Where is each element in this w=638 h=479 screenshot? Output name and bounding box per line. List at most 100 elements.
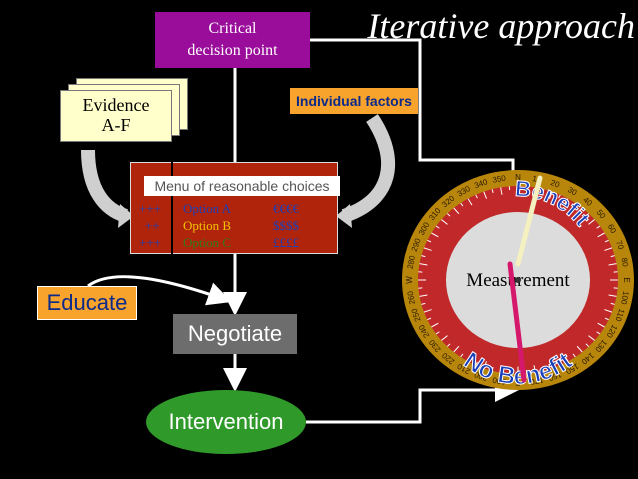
dial-tick <box>467 198 473 206</box>
dial-tick <box>419 263 428 266</box>
dial-tick <box>446 213 451 217</box>
menu-caption: Menu of reasonable choices <box>144 176 340 196</box>
dial-tick <box>548 191 553 199</box>
dial-tick <box>441 219 448 225</box>
dial-tick <box>563 354 569 362</box>
option-b-cost: $$$$ <box>273 218 299 233</box>
option-row-b: ++ Option B $$$$ <box>133 218 337 234</box>
needle-no-benefit <box>507 261 527 383</box>
dial-tick <box>423 309 432 313</box>
dial-tick <box>453 345 460 353</box>
option-c-cost: ££££ <box>273 235 299 250</box>
dial-tick <box>475 361 478 366</box>
individual-factors-box: Individual factors <box>290 88 418 114</box>
option-a-rating: +++ <box>139 201 161 216</box>
dial-tick <box>610 255 615 258</box>
dial-tick <box>475 194 478 199</box>
dial-ring-label: S <box>515 378 520 387</box>
dial-ring-label: 20 <box>549 178 561 190</box>
option-c-name: Option C <box>183 235 232 250</box>
arrow-critical-to-measurement <box>310 38 515 178</box>
dial-ring-label: E <box>622 277 631 282</box>
dial-tick <box>604 239 609 243</box>
option-row-c: +++ Option C ££££ <box>133 235 337 251</box>
dial-tick <box>585 343 590 347</box>
dial-tick <box>588 335 595 341</box>
dial-ticks <box>418 186 618 374</box>
dial-tick <box>610 302 615 305</box>
dial-tick <box>548 361 553 369</box>
dial-tick <box>500 365 503 373</box>
evidence-box: Evidence A-F <box>60 90 172 142</box>
dial-tick <box>446 343 451 347</box>
dial-tick <box>576 207 583 215</box>
dial-tick <box>563 198 569 206</box>
dial-tick <box>604 309 613 313</box>
dial-tick <box>596 225 601 229</box>
dial-ring-label: 80 <box>620 257 631 268</box>
dial-tick <box>491 189 494 193</box>
dial-ring-label: 280 <box>406 254 417 269</box>
dial-tick <box>427 239 432 243</box>
dial-tick <box>421 302 426 305</box>
dial-tick <box>596 331 601 335</box>
evidence-stack: Evidence A-F <box>60 78 195 148</box>
option-b-name: Option B <box>183 218 232 233</box>
dial-tick <box>500 187 503 195</box>
page-title: Iterative approach <box>367 6 635 46</box>
dial-tick <box>542 189 545 193</box>
dial-tick <box>483 191 488 199</box>
dial-tick <box>608 294 617 297</box>
dial-ring-label: 260 <box>406 290 417 305</box>
menu-divider <box>171 162 173 254</box>
dial-ring-label: 170 <box>529 375 544 386</box>
critical-decision-point-box: Critical decision point <box>155 12 310 68</box>
dial-tick <box>419 294 428 297</box>
dial-tick <box>427 317 432 321</box>
dial-tick <box>604 317 609 321</box>
negotiate-box: Negotiate <box>173 314 297 354</box>
intervention-ellipse: Intervention <box>146 390 306 454</box>
dial-ring-label: 70 <box>614 239 626 251</box>
needle-benefit <box>515 175 543 267</box>
dial-tick <box>572 202 576 207</box>
arrow-intervention-to-measurement <box>306 378 519 424</box>
dial-ring-label: 250 <box>409 307 422 323</box>
dial-pivot <box>515 277 521 283</box>
dial-tick <box>421 255 426 258</box>
dial-ring-label: 110 <box>613 307 626 323</box>
dial-ring-label: 350 <box>492 173 507 184</box>
dial-tick <box>435 331 440 335</box>
dial-tick <box>423 247 432 251</box>
dial-tick <box>431 322 439 328</box>
dial-tick <box>483 361 488 369</box>
option-a-name: Option A <box>183 201 232 216</box>
arrow-educate-to-negotiate <box>87 275 232 306</box>
option-c-rating: +++ <box>139 235 161 250</box>
option-b-rating: ++ <box>145 218 160 233</box>
dial-ring-label: 290 <box>410 237 423 253</box>
dial-ring-label: 200 <box>473 370 489 383</box>
evidence-line1: Evidence <box>82 95 150 115</box>
dial-tick <box>435 225 440 229</box>
dial-tick <box>608 263 617 266</box>
dial-tick <box>441 335 448 341</box>
critical-line1: Critical <box>208 20 257 37</box>
dial-tick <box>460 353 464 358</box>
dial-ring-label: 10 <box>532 174 543 185</box>
dial-tick <box>576 345 583 353</box>
dial-ring-label: 100 <box>619 290 630 305</box>
dial-tick <box>597 232 605 238</box>
dial-tick <box>558 361 561 366</box>
dial-tick <box>460 202 464 207</box>
educate-box: Educate <box>37 286 137 320</box>
dial-tick <box>597 322 605 328</box>
dial-tick <box>572 353 576 358</box>
dial-ring-label: 190 <box>491 375 506 386</box>
dial-ring-label: 160 <box>547 370 563 383</box>
evidence-line2: A-F <box>101 115 131 135</box>
option-a-cost: €€€€ <box>273 201 299 216</box>
dial-tick <box>491 367 494 371</box>
dial-tick <box>453 207 460 215</box>
